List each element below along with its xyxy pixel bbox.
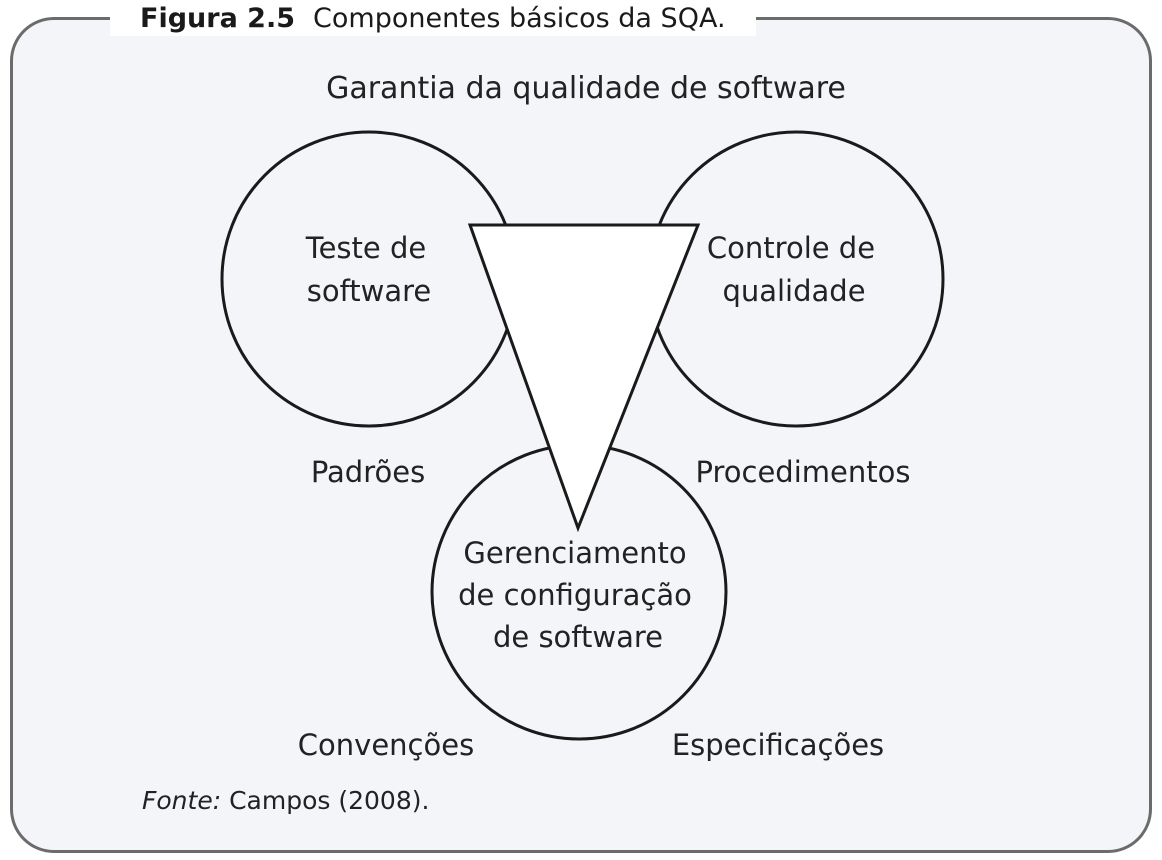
circle-bottom-line-3: de software [493, 620, 663, 654]
circle-right-line-1: Controle de [707, 231, 875, 265]
circle-bottom-line-2: de configuração [458, 578, 692, 612]
figure-title: Componentes básicos da SQA. [313, 2, 726, 34]
circle-bottom-line-1: Gerenciamento [463, 536, 686, 570]
source-text: Campos (2008). [229, 786, 430, 815]
triangle-shape [467, 223, 701, 533]
figure-source: Fonte: Campos (2008). [142, 786, 429, 815]
diagram-heading: Garantia da qualidade de software [326, 71, 846, 106]
circle-right-line-2: qualidade [722, 274, 865, 308]
circle-left-line-2: software [307, 274, 432, 308]
label-padroes: Padrões [311, 455, 425, 489]
circle-left-line-1: Teste de [305, 231, 426, 265]
label-especificacoes: Especificações [672, 728, 884, 762]
figure-number: Figura 2.5 [140, 2, 296, 34]
label-convencoes: Convenções [298, 728, 474, 762]
figure-caption: Figura 2.5 Componentes básicos da SQA. [110, 0, 756, 36]
source-label: Fonte: [142, 786, 222, 815]
label-procedimentos: Procedimentos [696, 455, 911, 489]
